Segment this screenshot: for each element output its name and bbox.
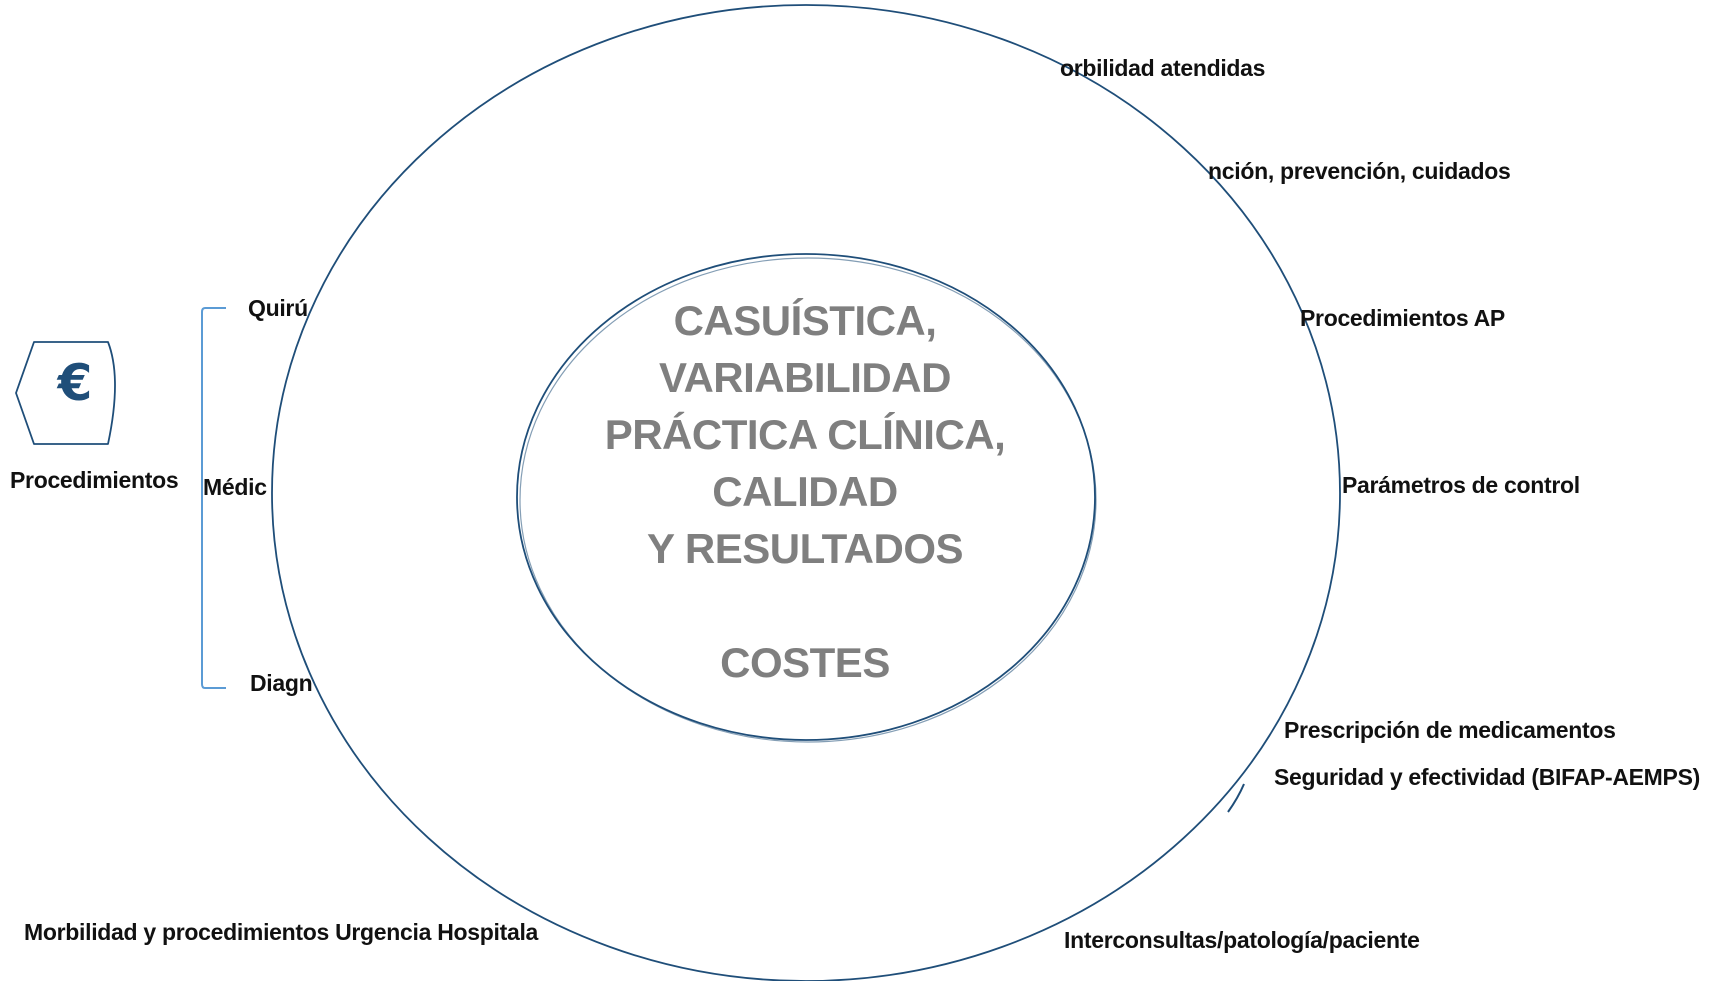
center-line-2: VARIABILIDAD: [659, 354, 951, 401]
outer-ellipse: [271, 4, 1341, 981]
right-item-6: Seguridad y efectividad (BIFAP-AEMPS): [1274, 764, 1700, 790]
center-line-3: PRÁCTICA CLÍNICA,: [604, 411, 1006, 458]
inner-ellipse-shadow: [519, 257, 1097, 743]
connector-arc: [1227, 783, 1245, 813]
right-item-1: orbilidad atendidas: [1060, 55, 1266, 81]
center-line-5: Y RESULTADOS: [646, 525, 964, 572]
inner-ellipse: [516, 253, 1096, 741]
euro-hexagon-icon: [15, 341, 116, 445]
center-line-4: CALIDAD: [712, 468, 898, 515]
branch-middle-label: Médic: [203, 474, 267, 500]
branch-top-label: Quirú: [248, 295, 308, 321]
center-spacer: [540, 577, 1070, 634]
right-item-4: Parámetros de control: [1342, 472, 1580, 498]
euro-symbol: €: [57, 354, 93, 412]
center-costs: COSTES: [720, 639, 890, 686]
bottom-left-label: Morbilidad y procedimientos Urgencia Hos…: [24, 919, 539, 945]
left-bracket: [201, 307, 226, 689]
right-item-2: nción, prevención, cuidados: [1208, 158, 1511, 184]
center-title: CASUÍSTICA, VARIABILIDAD PRÁCTICA CLÍNIC…: [540, 292, 1070, 691]
right-item-3: Procedimientos AP: [1300, 305, 1505, 331]
right-item-7: Interconsultas/patología/paciente: [1064, 927, 1420, 953]
right-item-5: Prescripción de medicamentos: [1284, 717, 1616, 743]
center-line-1: CASUÍSTICA,: [673, 297, 937, 344]
procedures-label: Procedimientos: [10, 467, 179, 493]
branch-bottom-label: Diagn: [250, 670, 313, 696]
